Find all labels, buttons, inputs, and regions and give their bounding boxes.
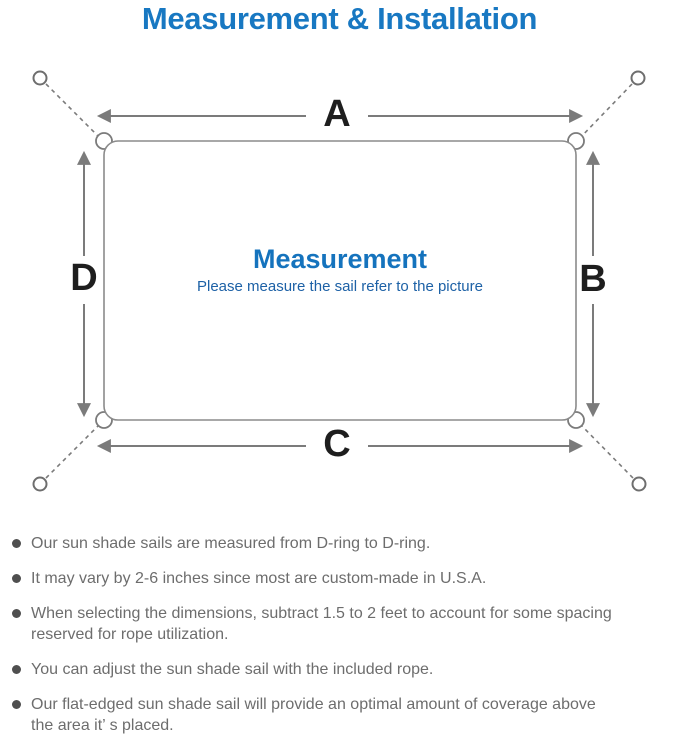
dimension-label-c: C bbox=[323, 423, 350, 465]
note-text: When selecting the dimensions, subtract … bbox=[31, 605, 612, 622]
anchor-circle-top-left bbox=[32, 70, 48, 86]
dashed-rope-top-left bbox=[45, 83, 102, 140]
note-text: the area it’ s placed. bbox=[31, 717, 174, 734]
list-item: Our sun shade sails are measured from D-… bbox=[12, 533, 673, 554]
list-item: When selecting the dimensions, subtract … bbox=[12, 603, 673, 645]
dimension-label-d: D bbox=[70, 257, 97, 299]
list-item: Our flat-edged sun shade sail will provi… bbox=[12, 694, 673, 736]
note-text: It may vary by 2-6 inches since most are… bbox=[31, 570, 487, 587]
dimension-label-b: B bbox=[579, 258, 606, 300]
anchor-circle-top-right bbox=[630, 70, 646, 86]
sail-subheading: Please measure the sail refer to the pic… bbox=[197, 278, 483, 295]
note-text: reserved for rope utilization. bbox=[31, 626, 229, 643]
dashed-rope-top-right bbox=[578, 83, 633, 140]
list-item: It may vary by 2-6 inches since most are… bbox=[12, 568, 673, 589]
note-text: You can adjust the sun shade sail with t… bbox=[31, 661, 434, 678]
list-item: You can adjust the sun shade sail with t… bbox=[12, 659, 673, 680]
notes-list: Our sun shade sails are measured from D-… bbox=[0, 533, 679, 750]
anchor-circle-bottom-right bbox=[631, 476, 647, 492]
sail-center-text: Measurement Please measure the sail refe… bbox=[104, 245, 576, 296]
sail-heading: Measurement bbox=[252, 244, 428, 274]
note-text: Our sun shade sails are measured from D-… bbox=[31, 535, 431, 552]
dimension-label-a: A bbox=[323, 93, 350, 135]
note-text: Our flat-edged sun shade sail will provi… bbox=[31, 696, 596, 713]
page-title: Measurement & Installation bbox=[141, 1, 538, 36]
dashed-rope-bottom-right bbox=[578, 422, 634, 479]
measurement-diagram: A B C D bbox=[32, 70, 647, 492]
dashed-rope-bottom-left bbox=[45, 422, 102, 479]
anchor-circle-bottom-left bbox=[32, 476, 48, 492]
sail-outline bbox=[103, 140, 577, 421]
